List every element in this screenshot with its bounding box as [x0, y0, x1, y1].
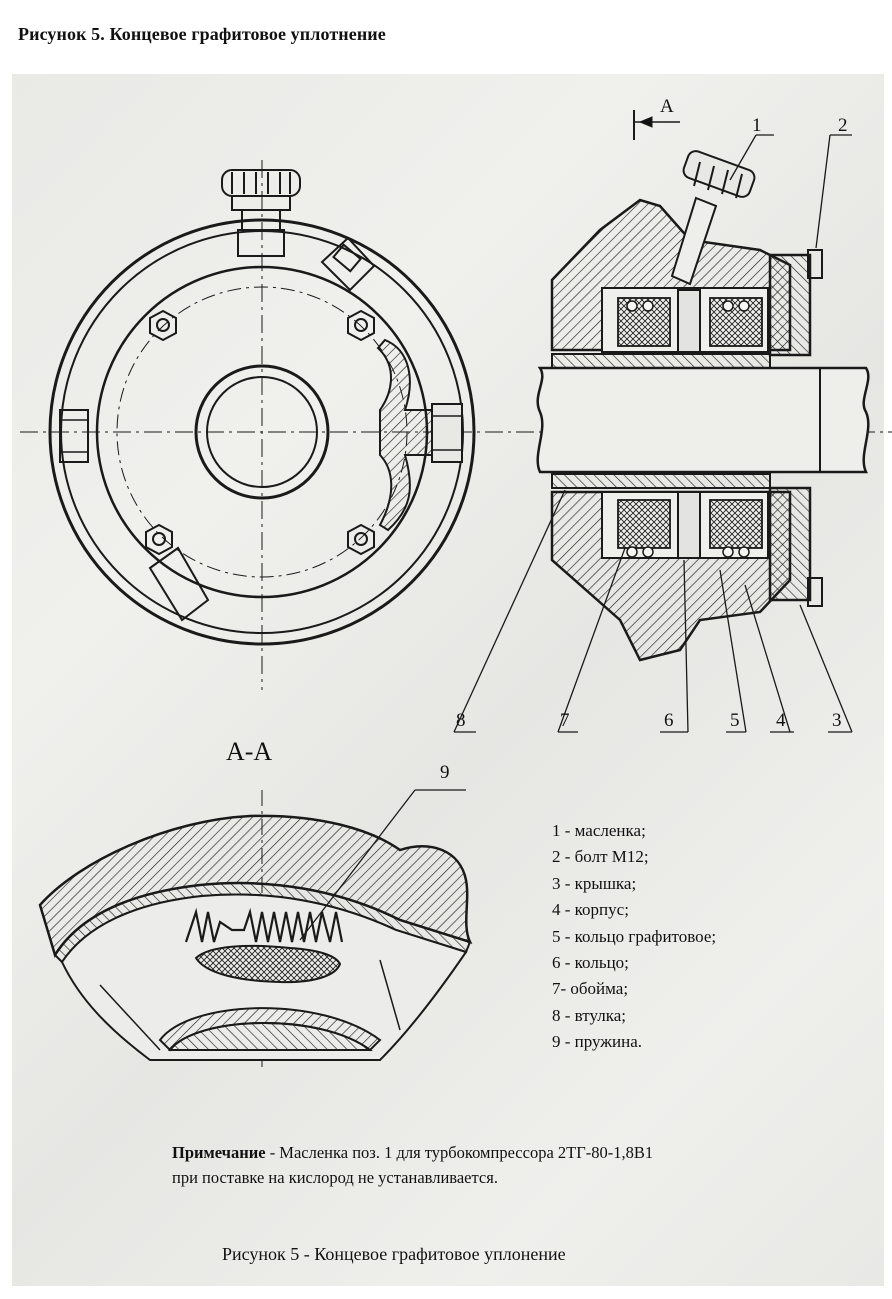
note-line-1: Примечание - Масленка поз. 1 для турбоко…: [172, 1140, 862, 1165]
legend-item: 1 - масленка;: [552, 821, 646, 840]
callout-numbers: 1 2 3 4 5 6 7 8 9: [440, 115, 848, 783]
callout-4: 4: [776, 710, 786, 731]
callout-7: 7: [560, 710, 570, 731]
note-text-2: при поставке на кислород не устанавливае…: [172, 1168, 498, 1187]
note-text-1: - Масленка поз. 1 для турбокомпрессора 2…: [265, 1143, 654, 1162]
callout-5: 5: [730, 710, 740, 731]
callout-2: 2: [838, 115, 848, 136]
section-mark-top: A: [660, 96, 674, 117]
hex-bolt-heads: [145, 309, 375, 556]
legend-item: 8 - втулка;: [552, 1005, 626, 1025]
legend-item: 6 - кольцо;: [552, 953, 629, 973]
legend-item: 2 - болт М12;: [552, 847, 649, 867]
callout-8: 8: [456, 710, 466, 731]
legend-item: 9 - пружина.: [552, 1032, 643, 1052]
callout-9: 9: [440, 762, 450, 783]
section-aa-view: [38, 789, 473, 1068]
callout-6: 6: [664, 710, 674, 731]
legend-item: 4 - корпус;: [552, 900, 629, 920]
page-title: Рисунок 5. Концевое графитовое уплотнени…: [18, 24, 386, 44]
callout-1: 1: [752, 115, 762, 136]
note-block: Примечание - Масленка поз. 1 для турбоко…: [172, 1140, 862, 1190]
callout-3: 3: [832, 710, 842, 731]
legend-item: 7- обойма;: [552, 979, 629, 999]
figure-caption: Рисунок 5 - Концевое графитовое уплонени…: [222, 1244, 566, 1264]
note-label: Примечание: [172, 1143, 266, 1162]
side-section-view: A A: [453, 96, 870, 733]
parts-legend: 1 - масленка; 2 - болт М12; 3 - крышка; …: [552, 818, 716, 1056]
legend-item: 3 - крышка;: [552, 873, 637, 893]
section-view-title: A-A: [226, 737, 272, 766]
oiler-knob: [221, 169, 301, 257]
legend-item: 5 - кольцо графитовое;: [552, 926, 717, 946]
